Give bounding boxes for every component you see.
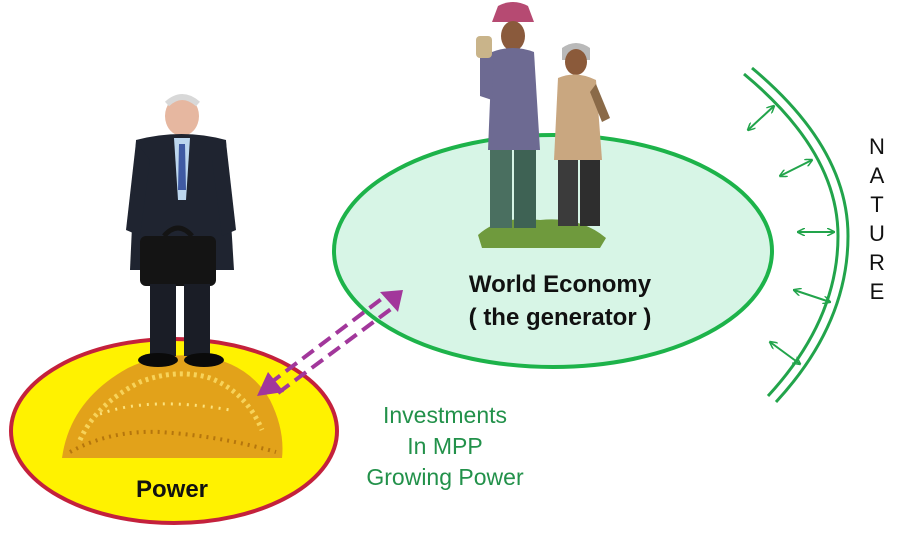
economy-label-line2: ( the generator ) — [469, 304, 652, 331]
investments-line1: Investments — [383, 402, 507, 428]
gold-pile — [62, 355, 283, 458]
businessman-figure — [126, 94, 236, 367]
investments-text: Investments In MPP Growing Power — [330, 400, 560, 493]
nature-letter-t: T — [870, 192, 884, 217]
farmers-figure — [476, 2, 610, 248]
economy-ellipse — [332, 133, 774, 369]
nature-boundary-arc — [743, 66, 850, 404]
power-label: Power — [136, 476, 208, 503]
economy-label-line1: World Economy — [469, 271, 652, 298]
investments-line2: In MPP — [407, 433, 483, 459]
nature-letter-n: N — [869, 134, 885, 159]
nature-letter-u: U — [869, 221, 885, 246]
nature-letter-e: E — [869, 279, 885, 304]
investments-line3: Growing Power — [366, 464, 524, 490]
nature-letter-a: A — [869, 163, 885, 188]
exchange-arrow-icon — [748, 106, 834, 364]
nature-letter-r: R — [869, 250, 885, 275]
double-arrow-icon — [257, 290, 403, 396]
